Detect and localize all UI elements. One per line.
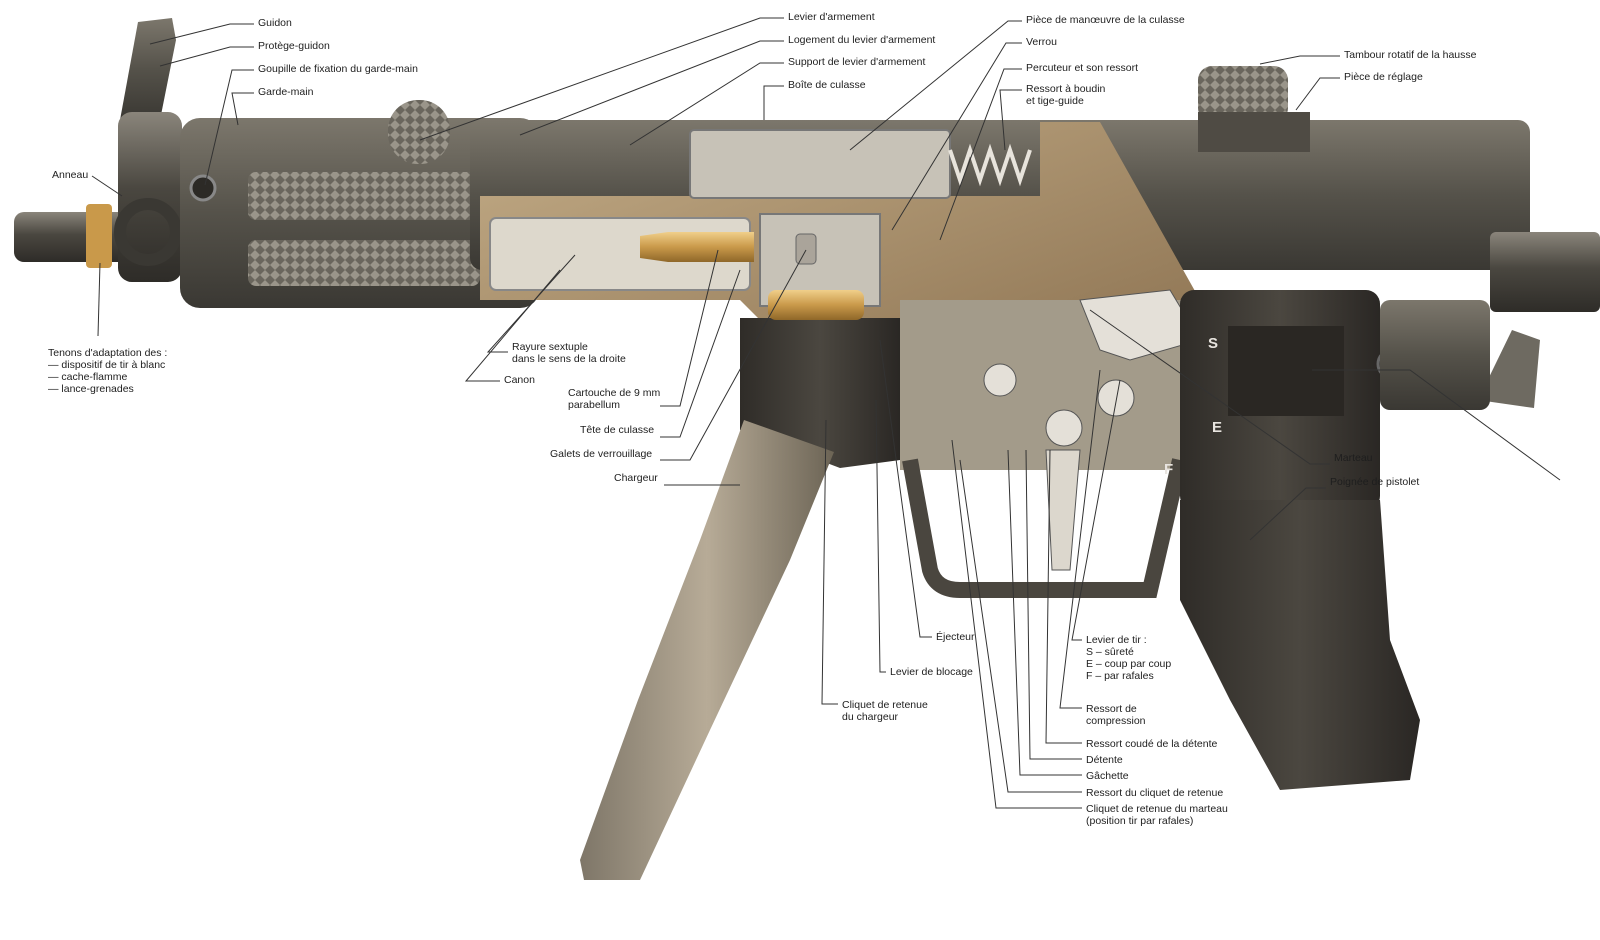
label-cliquet-chargeur-line-2: du chargeur [842, 711, 899, 723]
stock-tube [1490, 232, 1600, 312]
label-logement-levier: Logement du levier d'armement [788, 34, 936, 46]
label-ressort-boudin: Ressort à boudin et tige-guide [1026, 83, 1105, 107]
label-levier-armement: Levier d'armement [788, 11, 875, 23]
magazine [580, 420, 834, 880]
label-protege-guidon: Protège-guidon [258, 40, 330, 52]
label-support-levier: Support de levier d'armement [788, 56, 926, 68]
label-tenons-line-3: — cache-flamme [48, 371, 128, 383]
locking-roller [795, 233, 817, 265]
label-tenons: Tenons d'adaptation des : — dispositif d… [48, 347, 167, 395]
hammer [1079, 289, 1201, 361]
lower-receiver [1380, 300, 1490, 410]
label-cliquet-marteau-line-1: Cliquet de retenue du marteau [1086, 803, 1228, 815]
handguard-grip-bottom [248, 240, 480, 286]
label-detente: Détente [1086, 754, 1123, 766]
label-levier-tir-line-4: F – par rafales [1086, 670, 1154, 682]
ring [114, 198, 182, 266]
pivot-3 [1097, 379, 1135, 417]
grip-side-panel [1228, 326, 1344, 416]
barrel-tenon [86, 204, 112, 268]
label-cartouche-line-1: Cartouche de 9 mm [568, 387, 661, 399]
label-tenons-line-1: Tenons d'adaptation des : [48, 347, 168, 359]
label-cartouche-line-2: parabellum [568, 399, 620, 411]
label-levier-tir-line-3: E – coup par coup [1086, 658, 1172, 670]
label-galets: Galets de verrouillage [550, 448, 653, 460]
label-goupille: Goupille de fixation du garde-main [258, 63, 418, 75]
label-percuteur: Percuteur et son ressort [1026, 62, 1139, 74]
label-ressort-cliquet: Ressort du cliquet de retenue [1086, 787, 1224, 799]
label-garde-main: Garde-main [258, 86, 314, 98]
label-cliquet-chargeur: Cliquet de retenue du chargeur [842, 699, 928, 723]
label-ressort-compression-line-1: Ressort de [1086, 703, 1137, 715]
label-cliquet-marteau: Cliquet de retenue du marteau (position … [1086, 803, 1228, 827]
rear-sight-drum [1198, 66, 1288, 122]
recoil-spring [948, 143, 1032, 187]
label-levier-tir-line-2: S – sûreté [1086, 646, 1134, 658]
stock-latch [1478, 330, 1540, 408]
trigger-guard [902, 458, 1188, 598]
label-levier-tir: Levier de tir : S – sûreté E – coup par … [1086, 634, 1171, 682]
front-sight-block [118, 112, 182, 282]
label-levier-blocage: Levier de blocage [890, 666, 973, 678]
label-rayure: Rayure sextuple dans le sens de la droit… [512, 341, 626, 365]
label-ressort-coude: Ressort coudé de la détente [1086, 738, 1218, 750]
label-ressort-boudin-line-1: Ressort à boudin [1026, 83, 1106, 95]
label-levier-tir-line-1: Levier de tir : [1086, 634, 1147, 646]
pivot-1 [983, 363, 1017, 397]
label-piece-manoeuvre: Pièce de manœuvre de la culasse [1026, 14, 1185, 26]
label-gachette: Gâchette [1086, 770, 1129, 782]
leader-lines [91, 17, 1561, 809]
bolt-carrier [689, 129, 951, 199]
label-tete-culasse: Tête de culasse [580, 424, 655, 436]
selector-mark-f: F [1164, 461, 1173, 478]
bullet [640, 232, 754, 262]
label-ressort-compression: Ressort de compression [1086, 703, 1146, 727]
label-canon: Canon [504, 374, 535, 386]
label-anneau: Anneau [52, 169, 89, 181]
label-cartouche: Cartouche de 9 mm parabellum [568, 387, 660, 411]
label-boite-culasse: Boîte de culasse [788, 79, 866, 91]
pistol-grip [1180, 500, 1420, 790]
front-sight [120, 18, 176, 120]
label-rayure-line-2: dans le sens de la droite [512, 353, 626, 365]
label-ressort-boudin-line-2: et tige-guide [1026, 95, 1084, 107]
magazine-cartridge [768, 290, 864, 320]
cocking-handle [388, 100, 450, 164]
label-cliquet-chargeur-line-1: Cliquet de retenue [842, 699, 928, 711]
label-ejecteur: Éjecteur [936, 631, 975, 643]
label-poignee: Poignée de pistolet [1330, 476, 1420, 488]
handguard-grip-top [248, 172, 528, 220]
label-chargeur: Chargeur [614, 472, 658, 484]
label-cliquet-marteau-line-2: (position tir par rafales) [1086, 815, 1194, 827]
label-tenons-line-4: — lance-grenades [48, 383, 134, 395]
label-tambour: Tambour rotatif de la hausse [1344, 49, 1477, 61]
label-guidon: Guidon [258, 17, 292, 29]
handguard-pin [189, 174, 217, 202]
label-marteau: Marteau [1334, 452, 1373, 464]
selector-mark-s: S [1208, 335, 1218, 352]
label-verrou: Verrou [1026, 36, 1057, 48]
magazine-well [740, 318, 900, 468]
pivot-2 [1045, 409, 1083, 447]
label-piece-reglage: Pièce de réglage [1344, 71, 1423, 83]
rear-sight-base [1198, 112, 1310, 152]
selector-mark-e: E [1212, 419, 1222, 436]
label-rayure-line-1: Rayure sextuple [512, 341, 588, 353]
trigger [1045, 449, 1081, 571]
label-ressort-compression-line-2: compression [1086, 715, 1146, 727]
label-tenons-line-2: — dispositif de tir à blanc [48, 359, 166, 371]
